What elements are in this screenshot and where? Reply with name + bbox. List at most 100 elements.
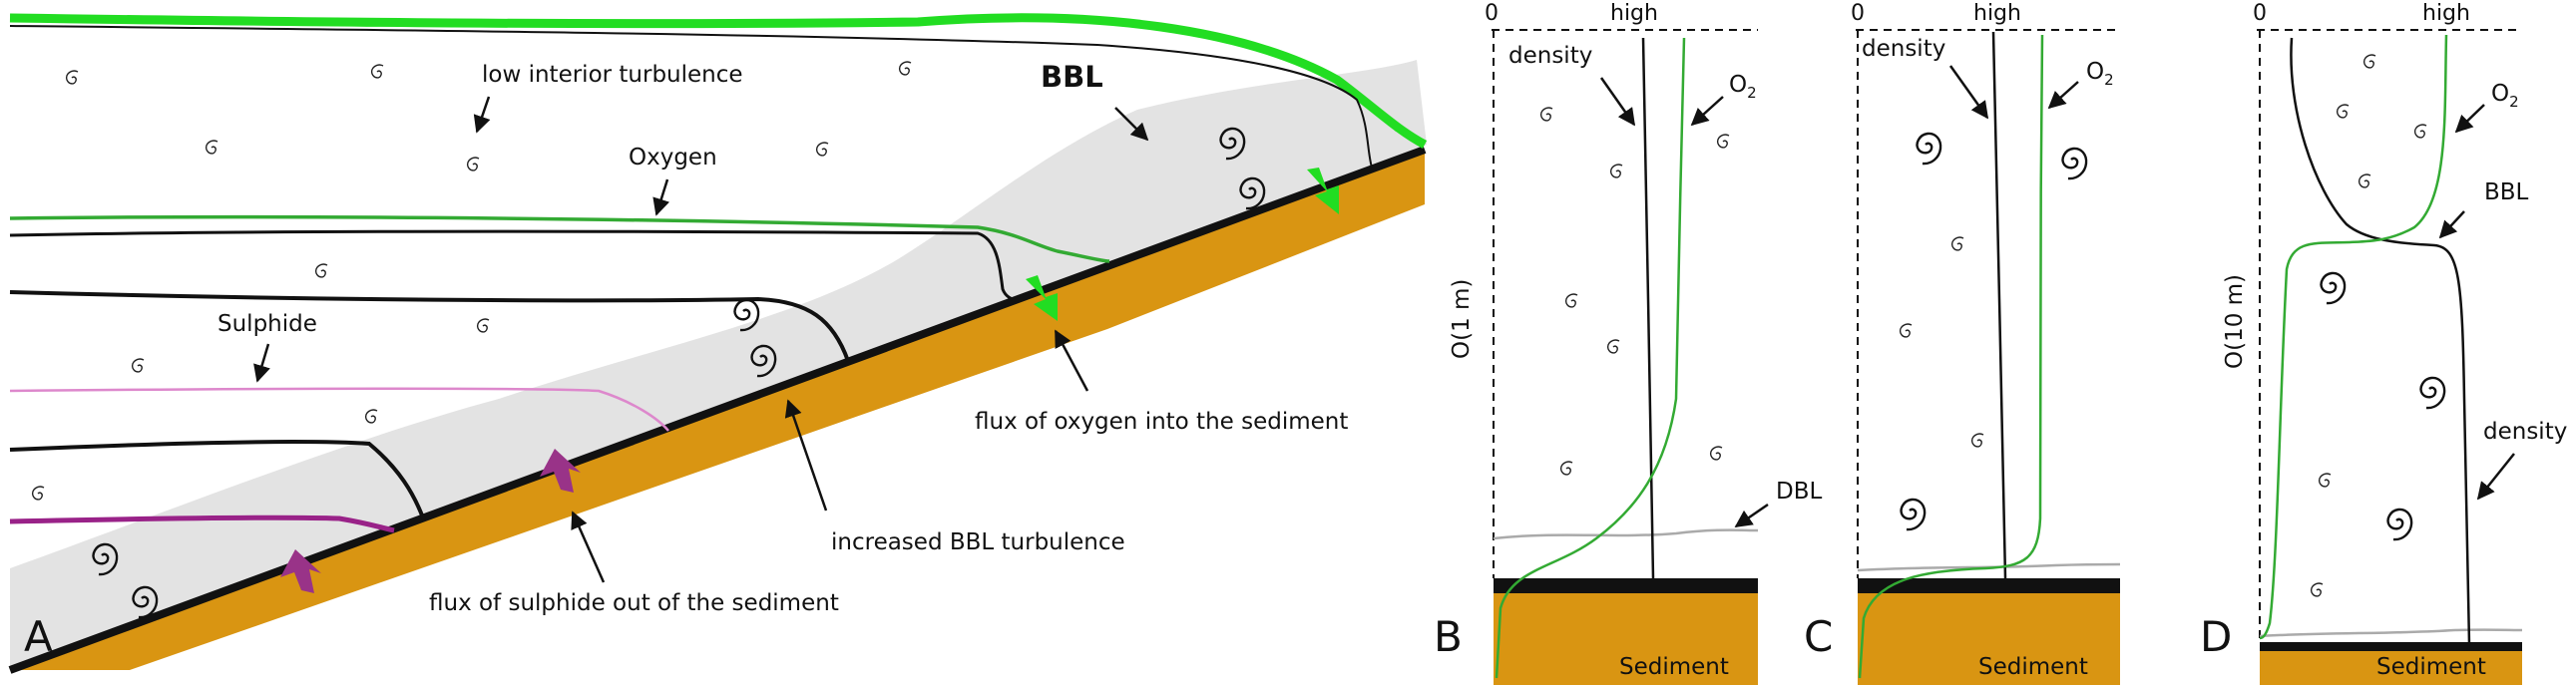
label-flux-sulphide: flux of sulphide out of the sediment	[429, 590, 839, 616]
axis-high-d: high	[2422, 1, 2470, 26]
swirl-small-icon	[364, 409, 378, 424]
label-dbl-b: DBL	[1776, 479, 1822, 505]
swirl-small-icon	[466, 157, 480, 171]
swirl-small-icon	[65, 70, 79, 85]
arrow-density-d	[2476, 453, 2515, 501]
label-o2-c: O2	[2086, 59, 2114, 89]
label-density-b: density	[1508, 43, 1592, 69]
swirl-small-icon	[1709, 446, 1723, 461]
swirl-small-icon	[815, 142, 829, 157]
axis-zero-b: 0	[1485, 1, 1499, 26]
seafloor-b	[1494, 578, 1758, 593]
swirl-small-icon	[370, 64, 384, 79]
swirl-large-icon	[2419, 376, 2446, 410]
o2-letter-c: O	[2086, 59, 2104, 85]
swirl-small-icon	[2358, 173, 2371, 188]
swirl-small-icon	[1539, 107, 1553, 122]
swirl-small-icon	[2362, 54, 2376, 69]
swirl-small-icon	[2310, 582, 2324, 597]
oxygen-flux-arrow-2	[1026, 275, 1058, 321]
swirl-large-icon	[2320, 271, 2347, 305]
axis-zero-c: 0	[1851, 1, 1865, 26]
o2-subscript-c: 2	[2104, 71, 2114, 89]
swirl-small-icon	[1564, 293, 1578, 308]
sulphide-dark-line	[9, 514, 395, 533]
swirl-large-icon	[1900, 498, 1927, 531]
swirl-small-icon	[2336, 104, 2350, 119]
swirl-small-icon	[898, 61, 912, 76]
dbl-line-b	[1493, 528, 1759, 540]
sulphide-flux-arrow	[540, 449, 581, 493]
arrow-o2-c	[2047, 81, 2079, 110]
density-isoline-2	[9, 290, 850, 362]
label-flux-oxygen: flux of oxygen into the sediment	[975, 409, 1348, 435]
o2-letter-b: O	[1729, 72, 1747, 98]
arrow-o2-d	[2454, 104, 2485, 134]
label-oxygen: Oxygen	[629, 145, 717, 171]
label-sediment-c: Sediment	[1978, 654, 2088, 680]
label-sediment-b: Sediment	[1619, 654, 1729, 680]
o2-profile-d	[2259, 34, 2448, 640]
swirl-small-icon	[1970, 433, 1984, 448]
density-profile-d	[2290, 37, 2471, 645]
bbl-region	[10, 60, 1427, 670]
dbl-line-d	[2259, 628, 2523, 638]
swirl-small-icon	[2413, 124, 2427, 139]
dbl-line-c	[1857, 562, 2121, 572]
arrow-density-b	[1599, 77, 1636, 127]
axis-high-b: high	[1610, 1, 1658, 26]
label-sulphide: Sulphide	[217, 311, 317, 337]
o2-letter-d: O	[2491, 81, 2509, 107]
arrow-bbl-d	[2438, 210, 2465, 239]
sulphide-isoline	[9, 387, 669, 432]
panel-a: low interior turbulence BBL Oxygen Sulph…	[8, 13, 1428, 674]
arrow-oxygen	[652, 178, 670, 216]
panel-b: 0 high density O2 DBL O(1 m) Sediment B	[1434, 1, 1822, 685]
panel-d: 0 high O2 BBL density O(10 m) Sediment D	[2200, 1, 2567, 685]
swirl-small-icon	[1950, 236, 1964, 251]
arrow-increased-turbulence	[784, 399, 828, 512]
density-isoline-3	[9, 439, 426, 521]
sediment-d	[2260, 648, 2522, 685]
arrow-dbl-b	[1734, 503, 1769, 528]
swirl-small-icon	[2318, 473, 2332, 488]
label-vertical-b: O(1 m)	[1449, 279, 1475, 359]
o2-subscript-d: 2	[2509, 93, 2519, 111]
label-bbl-d: BBL	[2484, 179, 2529, 205]
swirl-small-icon	[1559, 461, 1573, 476]
axis-zero-d: 0	[2253, 1, 2267, 26]
swirl-small-icon	[1716, 134, 1730, 149]
label-o2-b: O2	[1729, 72, 1757, 102]
arrow-flux-sulphide	[571, 511, 606, 583]
panel-letter-b: B	[1434, 612, 1463, 661]
label-bbl: BBL	[1041, 60, 1103, 94]
density-isoline-1	[9, 229, 1019, 303]
surface-density-line	[9, 25, 1373, 169]
label-o2-d: O2	[2491, 81, 2519, 111]
label-density-c: density	[1862, 36, 1945, 62]
swirl-small-icon	[476, 318, 490, 333]
o2-subscript-b: 2	[1747, 84, 1757, 102]
label-low-interior-turbulence: low interior turbulence	[482, 62, 743, 88]
seafloor-c	[1858, 578, 2120, 593]
panel-letter-d: D	[2200, 612, 2232, 661]
axis-high-c: high	[1973, 1, 2021, 26]
swirl-small-icon	[1606, 339, 1620, 354]
oxygen-flux-arrow	[1307, 168, 1339, 214]
surface-oxygen-line	[9, 13, 1428, 149]
swirl-large-icon	[2386, 508, 2413, 541]
label-density-d: density	[2483, 419, 2567, 445]
sediment-c	[1858, 588, 2120, 685]
oxygen-isoline	[9, 214, 1110, 263]
swirl-small-icon	[1899, 323, 1913, 338]
o2-profile-b	[1495, 37, 1686, 679]
arrow-o2-b	[1690, 96, 1724, 127]
sediment-b	[1494, 588, 1758, 685]
label-vertical-d: O(10 m)	[2222, 274, 2248, 369]
arrow-bbl	[1114, 107, 1149, 142]
panel-c: 0 high density O2 Sediment C	[1804, 1, 2121, 685]
swirl-large-icon	[1916, 132, 1942, 166]
panel-letter-a: A	[24, 612, 53, 661]
swirl-small-icon	[205, 140, 218, 155]
